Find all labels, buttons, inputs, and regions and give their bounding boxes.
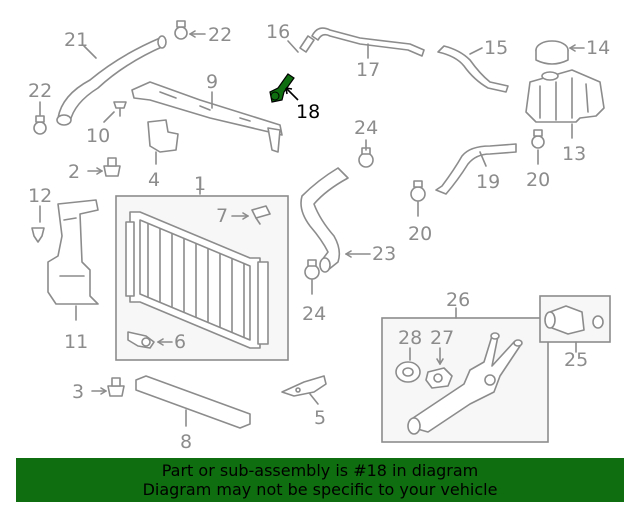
label-28: 28: [398, 327, 422, 349]
part-9-upper-support[interactable]: [131, 81, 283, 153]
label-6: 6: [174, 331, 186, 353]
part-4-bracket[interactable]: [147, 119, 179, 153]
part-21-upper-hose[interactable]: [56, 35, 167, 126]
label-25: 25: [564, 349, 588, 371]
part-18-highlighted[interactable]: [269, 73, 295, 103]
label-18: 18: [296, 101, 320, 123]
label-11: 11: [64, 331, 88, 353]
label-12: 12: [28, 185, 52, 207]
part-7-bolt[interactable]: [251, 205, 271, 225]
label-5: 5: [314, 407, 326, 429]
banner-line-2: Diagram may not be specific to your vehi…: [142, 480, 498, 499]
part-27-gasket[interactable]: [425, 367, 453, 389]
part-10-push-pin[interactable]: [113, 101, 127, 117]
parts-diagram: 21 22 22 10 9 16 17 18: [28, 20, 611, 453]
info-banner: Part or sub-assembly is #18 in diagram D…: [16, 458, 624, 502]
part-8-seal[interactable]: [135, 375, 251, 429]
part-19-hose[interactable]: [435, 143, 517, 195]
label-17: 17: [356, 59, 380, 81]
label-3: 3: [72, 381, 84, 403]
label-24-top: 24: [354, 117, 378, 139]
label-16: 16: [266, 21, 290, 43]
label-21: 21: [64, 29, 88, 51]
part-17-hose[interactable]: [311, 27, 425, 57]
label-4: 4: [148, 169, 160, 191]
part-13-reservoir[interactable]: [525, 69, 605, 123]
label-20-middle: 20: [408, 223, 432, 245]
label-24-bottom: 24: [302, 303, 326, 325]
part-22-clamp-top[interactable]: [174, 20, 188, 40]
label-15: 15: [484, 37, 508, 59]
label-13: 13: [562, 143, 586, 165]
label-8: 8: [180, 431, 192, 453]
label-2: 2: [68, 161, 80, 183]
radiator-core: [125, 211, 269, 349]
label-22-top: 22: [208, 24, 232, 46]
part-5-bracket[interactable]: [281, 375, 327, 397]
label-10: 10: [86, 125, 110, 147]
part-20-clamp-right[interactable]: [531, 129, 545, 149]
part-16-connector[interactable]: [299, 35, 315, 53]
part-24-clamp-top[interactable]: [358, 147, 374, 168]
outlet-pipe: [544, 305, 604, 335]
banner-line-1: Part or sub-assembly is #18 in diagram: [161, 461, 479, 480]
label-26: 26: [446, 289, 470, 311]
label-27: 27: [430, 327, 454, 349]
label-20-right: 20: [526, 169, 550, 191]
label-1: 1: [194, 173, 206, 195]
part-6-sensor[interactable]: [127, 331, 155, 349]
part-2-fastener[interactable]: [103, 157, 121, 177]
part-28-thermostat[interactable]: [395, 361, 421, 383]
part-14-cap[interactable]: [535, 40, 569, 65]
label-7: 7: [216, 205, 228, 227]
part-3-fastener[interactable]: [107, 377, 125, 397]
label-23: 23: [372, 243, 396, 265]
label-22-left: 22: [28, 80, 52, 102]
label-14: 14: [586, 37, 610, 59]
part-20-clamp-middle[interactable]: [410, 180, 426, 202]
part-12-clip[interactable]: [31, 227, 45, 243]
part-11-side-deflector[interactable]: [47, 199, 99, 305]
label-19: 19: [476, 171, 500, 193]
label-9: 9: [206, 71, 218, 93]
thermostat-housing: [407, 332, 523, 435]
part-24-clamp-bottom[interactable]: [304, 259, 320, 280]
part-15-hose[interactable]: [437, 45, 509, 93]
part-22-clamp-left[interactable]: [33, 115, 47, 135]
part-23-lower-hose[interactable]: [300, 167, 349, 273]
